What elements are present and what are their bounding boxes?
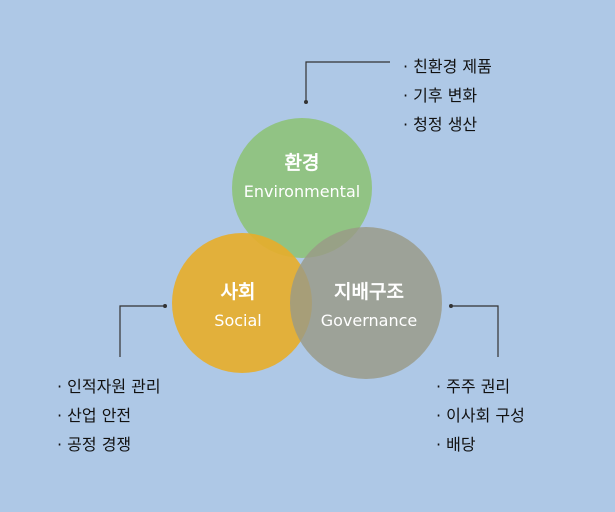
environmental-circle (232, 118, 372, 258)
environmental-subtitle: Environmental (244, 182, 360, 201)
social-title: 사회 (221, 281, 256, 303)
governance-title: 지배구조 (334, 281, 404, 303)
governance-item: 배당 (436, 430, 525, 459)
environmental-connector-dot (304, 100, 308, 104)
social-connector (119, 305, 163, 357)
governance-items: 주주 권리 이사회 구성 배당 (436, 372, 525, 459)
social-subtitle: Social (214, 311, 261, 330)
social-items: 인적자원 관리 산업 안전 공정 경쟁 (57, 372, 161, 459)
governance-subtitle: Governance (321, 311, 418, 330)
social-item: 인적자원 관리 (57, 372, 160, 401)
social-item: 산업 안전 (57, 401, 161, 430)
environmental-title: 환경 (285, 152, 320, 174)
social-circle (172, 233, 312, 373)
environmental-item: 청정 생산 (403, 110, 492, 139)
governance-connector (453, 305, 499, 357)
social-connector-dot (163, 304, 167, 308)
governance-connector-dot (449, 304, 453, 308)
social-item: 공정 경쟁 (57, 430, 161, 459)
governance-circle (290, 227, 442, 379)
environmental-item: 친환경 제품 (403, 52, 492, 81)
governance-item: 주주 권리 (436, 372, 525, 401)
governance-item: 이사회 구성 (436, 401, 525, 430)
environmental-items: 친환경 제품 기후 변화 청정 생산 (403, 52, 492, 139)
environmental-connector (305, 61, 390, 101)
environmental-item: 기후 변화 (403, 81, 492, 110)
